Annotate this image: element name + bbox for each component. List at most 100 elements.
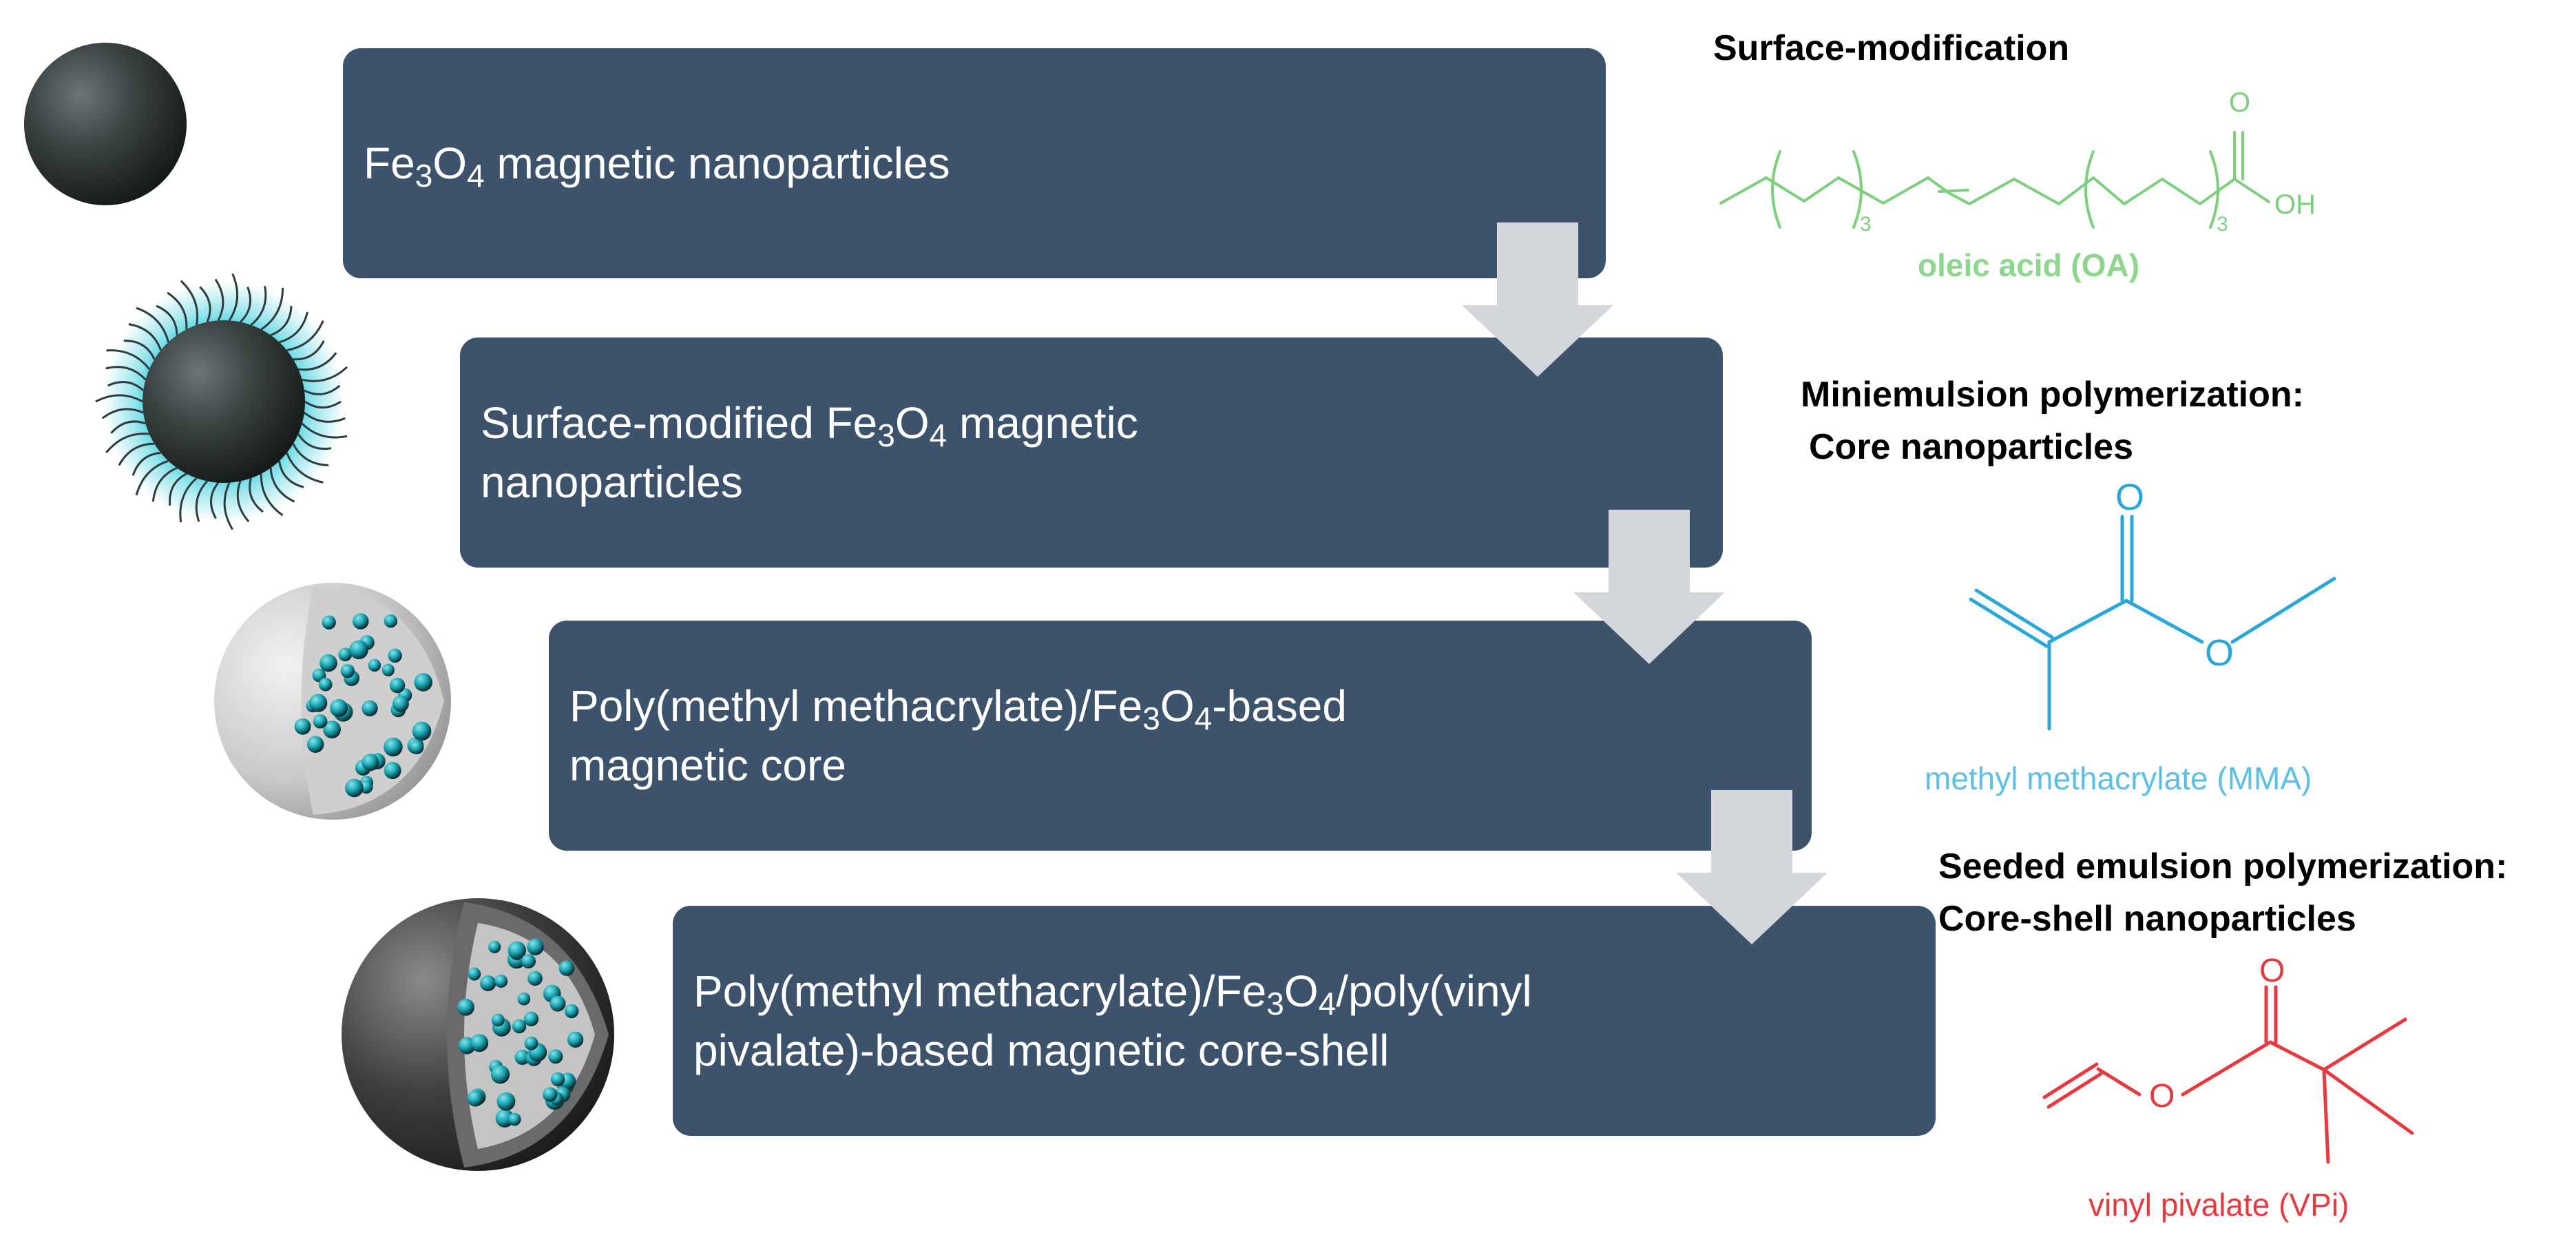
fe3o4-bead (318, 677, 333, 692)
ligand-chain (301, 422, 348, 439)
fe3o4-bead (470, 1034, 489, 1052)
fe3o4-bead (490, 1065, 510, 1084)
fe3o4-bead (517, 992, 531, 1006)
fe3o4-bead (495, 1109, 514, 1128)
fe3o4-bead (491, 1013, 505, 1027)
ligand-chain (260, 473, 284, 517)
fe3o4-bead (558, 960, 575, 976)
bare-nanoparticle-icon (24, 43, 187, 205)
ligand-chain (223, 482, 233, 530)
ligand-chain (123, 340, 156, 360)
fe3o4-bead (548, 1049, 563, 1064)
ligand-chain (228, 273, 239, 322)
ligand-chain (210, 481, 220, 519)
step-1-text: Fe3O4 magnetic nanoparticles (364, 138, 950, 194)
heading-seeded-line2: Core-shell nanoparticles (1938, 899, 2356, 939)
ligand-chain (297, 433, 332, 450)
fe3o4-bead (549, 995, 566, 1012)
fe3o4-bead (508, 1112, 521, 1126)
fe3o4-bead (352, 613, 369, 630)
fe3o4-bead (392, 695, 409, 712)
vpi-caption: vinyl pivalate (VPi) (2088, 1187, 2349, 1223)
fe3o4-bead (488, 940, 501, 953)
ligand-chain (95, 394, 143, 403)
ligand-chain (180, 280, 198, 326)
fe3o4-bead (340, 664, 355, 678)
fe3o4-bead (523, 1011, 539, 1026)
fe3o4-bead (507, 941, 526, 960)
heading-miniemulsion-line2: Core nanoparticles (1809, 427, 2134, 467)
ligand-chain (169, 473, 187, 506)
heading-miniemulsion-line1: Miniemulsion polymerization: (1801, 375, 2304, 415)
fe3o4-bead (330, 698, 348, 717)
ligand-chain (293, 340, 325, 361)
fe3o4-bead (527, 938, 544, 955)
ligand-chain (101, 408, 144, 419)
pmma-core-nanoparticle-icon (214, 583, 451, 820)
fe3o4-bead (384, 762, 401, 780)
fe3o4-bead (567, 1031, 584, 1048)
surface-modified-nanoparticle-icon (95, 273, 348, 530)
oleic-acid-structure: 3 3 O OH (1719, 87, 2316, 236)
heading-surface-modification: Surface-modification (1713, 28, 2070, 68)
ligand-chain (292, 443, 329, 466)
ligand-chain (304, 384, 341, 395)
step-3-text: Poly(methyl methacrylate)/Fe3O4-based ma… (569, 681, 1347, 790)
ligand-chain (105, 366, 147, 381)
ligand-chain (107, 381, 145, 392)
heading-miniemulsion: Miniemulsion polymerization: Core nanopa… (1801, 369, 2304, 473)
step-box-3: Poly(methyl methacrylate)/Fe3O4-based ma… (549, 621, 1812, 851)
fe3o4-bead (543, 1087, 558, 1102)
ligand-chain (236, 481, 250, 523)
ligand-chain (260, 287, 284, 331)
fe3o4-bead (306, 736, 324, 753)
fe3o4-bead (494, 974, 508, 988)
fe3o4-bead (412, 721, 432, 741)
step-4-text: Poly(methyl methacrylate)/Fe3O4/poly(vin… (693, 966, 1532, 1075)
ligand-chain (239, 287, 251, 323)
ligand-chain (199, 286, 211, 323)
down-arrow-icon (1462, 222, 1613, 377)
mma-caption: methyl methacrylate (MMA) (1925, 760, 2312, 796)
fe3o4-bead (514, 1049, 530, 1066)
fe3o4-bead (362, 754, 379, 771)
vpi-atom-o-ester: O (2149, 1078, 2175, 1114)
fe3o4-bead (345, 778, 364, 798)
oleic-acid-repeat-2: 3 (2217, 213, 2228, 236)
fe3o4-bead (389, 677, 406, 694)
ligand-chain (302, 366, 348, 382)
fe3o4-bead (384, 614, 398, 628)
fe3o4-bead (564, 1004, 579, 1019)
mma-structure: O O (1969, 477, 2336, 731)
fe3o4-bead (410, 740, 424, 755)
ligand-chain (135, 459, 169, 496)
fe3o4-bead (320, 654, 337, 672)
oleic-acid-caption: oleic acid (OA) (1918, 247, 2140, 283)
fe3o4-bead (384, 737, 403, 757)
fe3o4-bead (308, 694, 328, 712)
ligand-chain (286, 320, 324, 352)
fe3o4-bead (524, 1036, 538, 1050)
fe3o4-bead (468, 967, 481, 981)
fe3o4-bead (368, 658, 381, 672)
ligand-chain (250, 286, 267, 326)
step-box-1: Fe3O4 magnetic nanoparticles (343, 48, 1606, 278)
fe3o4-bead (388, 648, 402, 663)
ligand-chain (179, 477, 198, 523)
ligand-chain (106, 349, 150, 370)
ligand-chain (156, 304, 178, 335)
ligand-chain (304, 400, 342, 409)
step-box-4: Poly(methyl methacrylate)/Fe3O4/poly(vin… (673, 906, 1936, 1136)
fe3o4-bead (414, 673, 432, 692)
step-2-text: Surface-modified Fe3O4 magnetic nanopart… (481, 398, 1138, 507)
ligand-chain (151, 467, 178, 502)
ligand-chain (105, 433, 149, 454)
ligand-chain (249, 477, 264, 513)
vpi-atom-o-top: O (2259, 954, 2285, 989)
ligand-chain (298, 352, 337, 371)
ligand-chain (214, 278, 224, 321)
fe3o4-bead (550, 1072, 565, 1087)
oleic-acid-atom-o: O (2229, 87, 2250, 118)
ligand-chain (270, 306, 293, 337)
ligand-chain (286, 452, 324, 484)
